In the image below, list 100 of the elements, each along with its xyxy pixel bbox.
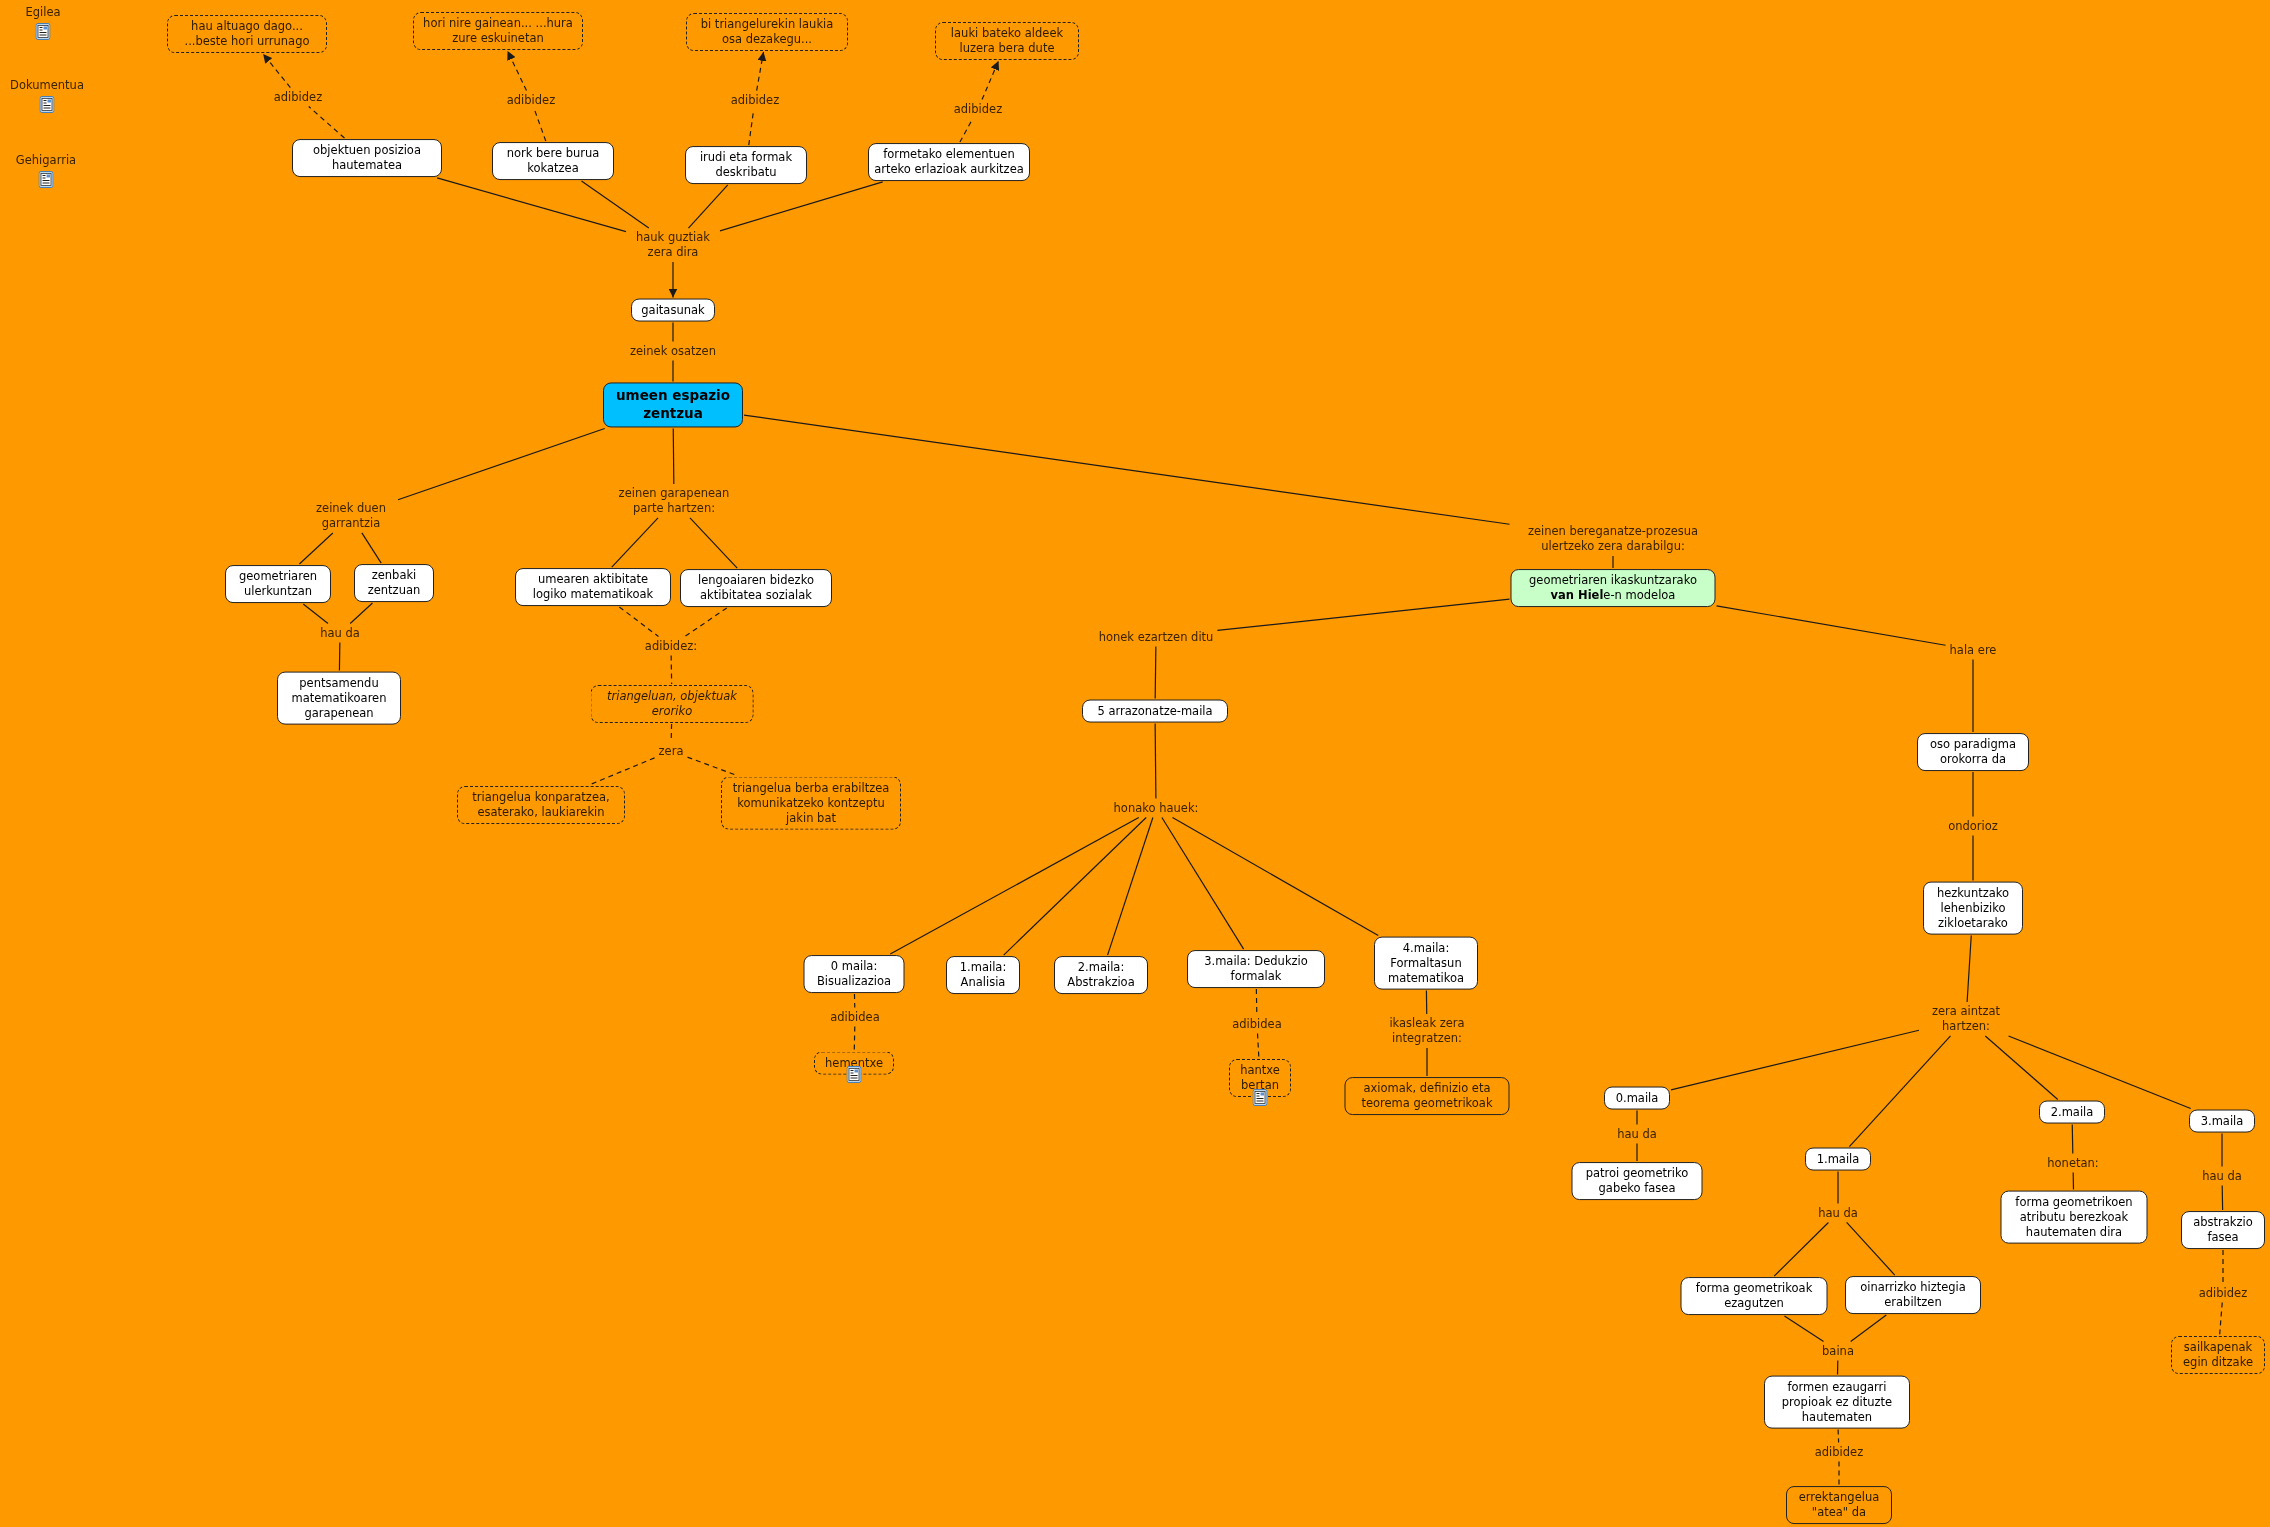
connector-line [580,180,650,229]
node-text: geometriaren ikaskuntzarako van Hiele-n modeloa [1528,573,1698,603]
node-text: errektangelua "atea" da [1797,1490,1881,1520]
concept-box [1344,1077,1510,1115]
concept-box [1764,1375,1910,1429]
concept-box [225,565,331,603]
example-box [2171,1336,2265,1374]
arrow [756,51,767,92]
dashed-connector [533,108,547,142]
concept-box [1054,956,1148,994]
node-text: lauki bateko aldeek luzera bera dute [949,26,1065,56]
node-text: hantxe bertan [1239,1063,1281,1093]
connector-line [1426,1047,1428,1077]
linking-phrase: adibidea [827,1008,883,1026]
connector-line [1425,989,1428,1015]
concept-box [492,142,614,180]
connector-line [1106,816,1154,956]
node-text: patroi geometriko gabeko fasea [1584,1166,1690,1196]
node-text: geometriaren ulerkuntzan [238,569,318,599]
node-text: triangelua konparatzea, esaterako, laukiarekin [471,790,611,820]
concept-box [2189,1109,2255,1133]
concept-box [1082,699,1228,723]
linking-phrase: zeinen garapenean parte hartzen: [608,485,740,517]
dashed-connector [308,105,346,139]
node-text: 3.maila [2199,1113,2245,1129]
connector-line [1848,1035,1952,1148]
concept-box [1805,1147,1871,1171]
node-text: gaitasunak [640,302,706,318]
linking-phrase: honako hauek: [1110,799,1202,817]
connector-line [672,359,674,383]
dashed-connector [2219,1301,2223,1336]
concept-box [1374,936,1478,990]
node-text: hementxe [824,1055,884,1071]
node-text: 2.maila: Abstrakzioa [1066,960,1136,990]
connector-line [687,184,729,229]
connector-line [1836,1359,1839,1376]
node-text: hezkuntzako lehenbiziko zikloetarako [1935,885,2011,931]
connector-line [1171,816,1379,937]
connector-line [1636,1109,1638,1126]
connector-line [1154,722,1157,800]
concept-box [1917,733,2029,771]
connector-line [338,641,341,672]
connector-line [1670,1029,1920,1091]
node-text: 1.maila [1815,1151,1861,1167]
linking-phrase: hau da [1614,1125,1660,1143]
example-box [935,22,1079,60]
linking-phrase: hau da [317,624,363,642]
connector-line [1612,555,1614,569]
label-text: Gehigarria [15,153,77,167]
concept-box [292,139,442,177]
connector-line [1972,771,1974,818]
concept-box [1571,1162,1703,1200]
node-text: 4.maila: Formaltasun matematikoa [1386,940,1466,986]
connector-line [1161,816,1245,950]
example-box [814,1051,894,1075]
linking-phrase: adibidez [1811,1443,1867,1461]
label-text: Egilea [25,5,61,19]
linking-phrase: adibidez [2195,1284,2251,1302]
node-text: forma geometrikoak ezagutzen [1694,1281,1814,1311]
dashed-connector [1837,1428,1840,1444]
connector-line [889,816,1140,955]
node-text: hau altuago dago... ...beste hori urrunago [183,19,311,49]
connector-line [689,517,738,569]
node-text: formen ezaugarri propioak ez dituzte hautematen [1780,1379,1894,1425]
connector-line [719,181,884,232]
connector-line [1773,1221,1829,1277]
linking-phrase: ondorioz [1945,817,2001,835]
node-text: 2.maila [2049,1104,2095,1120]
linking-phrase: adibidez [503,91,559,109]
main-concept-box [603,382,743,428]
connector-line [611,517,659,568]
connector-line [1984,1035,2059,1101]
connector-line [361,532,382,564]
connector-line [1783,1315,1825,1343]
node-text: 0.maila [1614,1090,1660,1106]
linking-phrase: honetan: [2044,1154,2102,1172]
connector-line [1715,605,1947,646]
concept-box [1187,950,1325,988]
linking-phrase: hau da [1815,1204,1861,1222]
example-box [457,786,625,824]
connector-line [2221,1132,2223,1168]
node-text: pentsamendu matematikoaren garapenean [290,675,388,721]
example-box [721,776,901,830]
node-text: 1.maila: Analisia [958,960,1008,990]
node-text: triangeluan, objektuak eroriko [605,689,738,719]
connector-line [1966,934,1972,1003]
connector-line [672,427,675,485]
node-text: nork bere burua kokatzea [505,146,601,176]
label-text: Dokumentua [10,78,84,92]
node-text: oso paradigma orokorra da [1929,737,2017,767]
dashed-connector [684,607,728,638]
example-box [590,685,754,723]
concept-box [868,143,1030,181]
concept-box [354,564,434,602]
dashed-connector [853,993,856,1009]
linking-phrase: baina [1819,1342,1857,1360]
node-text: forma geometrikoen atributu berezkoak hautematen dira [2014,1194,2134,1240]
node-text: 5 arrazonatze-maila [1096,703,1214,719]
linking-phrase: zera aintzat hartzen: [1920,1003,2012,1035]
example-box [413,12,583,50]
